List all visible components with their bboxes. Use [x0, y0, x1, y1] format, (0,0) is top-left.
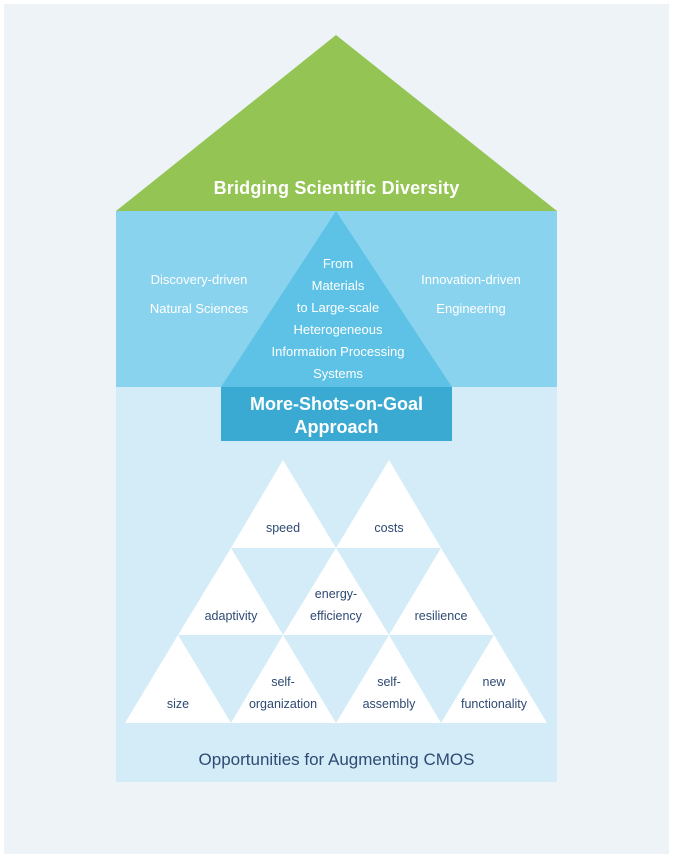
- label-energy-efficiency: energy- efficiency: [281, 583, 391, 627]
- center-triangle: [221, 211, 452, 387]
- triangle-speed: [231, 460, 336, 548]
- roof-title: Bridging Scientific Diversity: [213, 178, 460, 198]
- label-new-functionality: new functionality: [439, 671, 549, 715]
- center-line: to Large-scale: [296, 300, 380, 315]
- label-resilience: resilience: [414, 609, 468, 623]
- right-label: Innovation-driven Engineering: [396, 265, 546, 323]
- right-label-line2: Engineering: [436, 301, 506, 316]
- triangle-energy-efficiency: [283, 548, 389, 635]
- label-energy-efficiency-line1: energy-: [314, 587, 358, 601]
- label-speed: speed: [265, 521, 301, 535]
- label-self-assembly-line2: assembly: [362, 697, 416, 711]
- label-new-functionality-line1: new: [482, 675, 506, 689]
- approach-line2: Approach: [294, 417, 379, 437]
- triangle-self-assembly: [336, 635, 441, 723]
- opportunity-triangles: [125, 460, 547, 723]
- label-self-organization: self- organization: [228, 671, 338, 715]
- center-line: Heterogeneous: [293, 322, 383, 337]
- label-size: size: [166, 697, 190, 711]
- center-line: Systems: [313, 366, 363, 381]
- approach-line1: More-Shots-on-Goal: [250, 394, 423, 414]
- right-label-line1: Innovation-driven: [421, 272, 521, 287]
- triangle-adaptivity: [178, 548, 283, 635]
- triangle-resilience: [389, 548, 494, 635]
- approach-title: More-Shots-on-Goal Approach: [221, 393, 452, 439]
- label-adaptivity: adaptivity: [204, 609, 258, 623]
- label-self-assembly: self- assembly: [334, 671, 444, 715]
- center-line: Materials: [311, 278, 365, 293]
- triangle-new-functionality: [441, 635, 547, 723]
- triangle-costs: [336, 460, 441, 548]
- footer-caption: Opportunities for Augmenting CMOS: [198, 750, 475, 769]
- left-label-line1: Discovery-driven: [150, 272, 248, 287]
- label-energy-efficiency-line2: efficiency: [310, 609, 362, 623]
- roof: [116, 35, 557, 211]
- left-label-line2: Natural Sciences: [149, 301, 249, 316]
- left-label: Discovery-driven Natural Sciences: [124, 265, 274, 323]
- label-self-assembly-line1: self-: [377, 675, 401, 689]
- label-self-organization-line2: organization: [248, 697, 318, 711]
- approach-box: [221, 387, 452, 441]
- label-new-functionality-line2: functionality: [460, 697, 527, 711]
- label-costs: costs: [374, 521, 404, 535]
- triangle-self-organization: [231, 635, 336, 723]
- label-self-organization-line1: self-: [271, 675, 295, 689]
- center-line: Information Processing: [271, 344, 405, 359]
- center-triangle-text: From Materials to Large-scale Heterogene…: [250, 253, 426, 385]
- center-line: From: [322, 256, 354, 271]
- triangle-size: [125, 635, 231, 723]
